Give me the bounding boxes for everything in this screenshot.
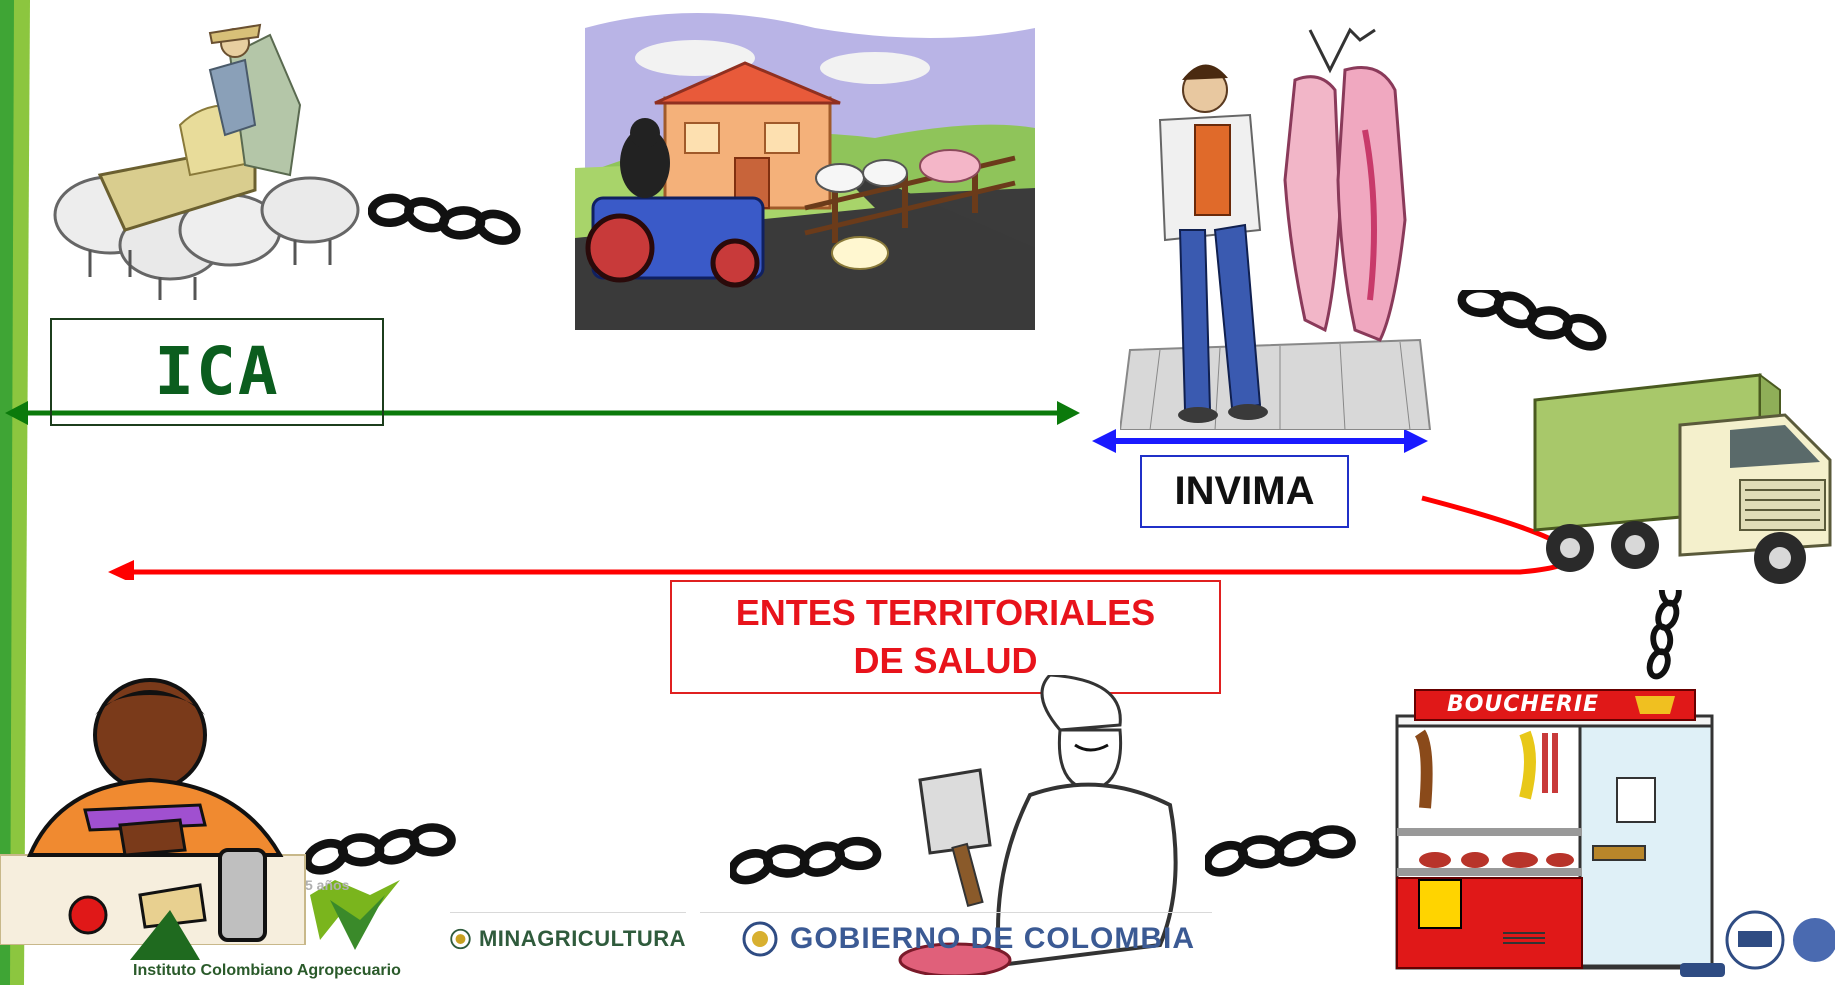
chain-link-icon (730, 832, 890, 902)
invima-label: INVIMA (1174, 469, 1315, 513)
butcher-shop-icon (1395, 689, 1714, 970)
chain-link-icon (1640, 590, 1710, 690)
chain-link-icon (1205, 822, 1365, 892)
svg-text:5 años: 5 años (305, 877, 350, 893)
gobierno-text: GOBIERNO DE COLOMBIA (790, 922, 1196, 955)
ica-logo: 5 años (130, 877, 400, 960)
minagricultura-text: MINAGRICULTURA (478, 926, 686, 951)
ica-arrow (5, 401, 1080, 425)
butcher-with-cleaver-icon (898, 675, 1178, 975)
invima-arrow (1092, 429, 1428, 453)
boucherie-sign: BOUCHERIE (1446, 692, 1600, 717)
butcher-with-carcasses-icon (1120, 27, 1432, 430)
left-green-bar (0, 0, 30, 985)
ica-institute-name: Instituto Colombiano Agropecuario (133, 962, 401, 979)
entes-label-line2: DE SALUD (853, 640, 1038, 681)
chain-link-icon (368, 192, 528, 262)
invima-label-box: INVIMA (1140, 455, 1349, 528)
minagricultura-logo: MINAGRICULTURA (450, 912, 686, 965)
gobierno-logo: GOBIERNO DE COLOMBIA (700, 912, 1212, 965)
colombia-seal-icon (450, 928, 471, 950)
ica-label: ICA (154, 332, 280, 410)
entes-arrow (108, 495, 1560, 580)
entes-label-line1: ENTES TERRITORIALES (735, 592, 1156, 633)
chain-link-icon (1455, 290, 1615, 370)
farm-with-tractor-icon (575, 13, 1035, 330)
delivery-truck-icon (1533, 373, 1832, 584)
person-eating-icon (0, 678, 306, 945)
entes-label-box: ENTES TERRITORIALES DE SALUD (670, 580, 1221, 694)
farmer-feeding-sheep-icon (53, 23, 360, 300)
ica-label-box: ICA (50, 318, 384, 426)
certification-logos (1680, 910, 1835, 977)
colombia-seal-icon (742, 921, 778, 957)
